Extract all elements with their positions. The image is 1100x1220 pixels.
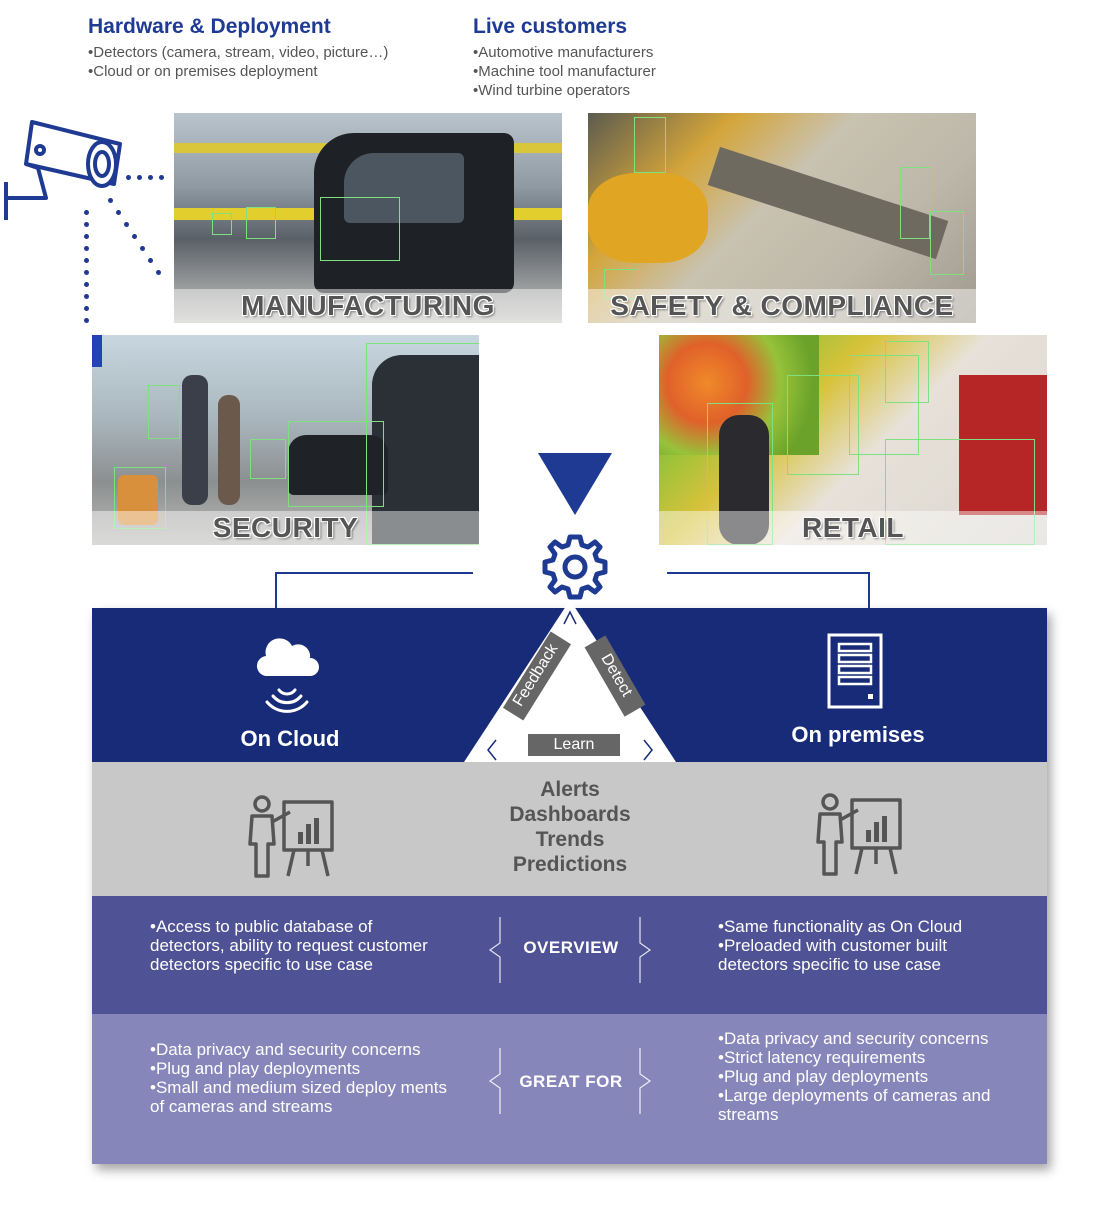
great-for-label: GREAT FOR [519, 1072, 623, 1091]
safety-label: SAFETY & COMPLIANCE [588, 289, 976, 323]
down-arrow-icon [538, 453, 612, 515]
output-item: Trends [535, 828, 605, 851]
gear-icon [542, 534, 608, 600]
on-premises-title: On premises [791, 722, 925, 747]
wifi-signal-icon [265, 688, 309, 713]
cloud-icon [256, 638, 319, 713]
customer-item: Machine tool manufacturer [473, 62, 656, 81]
great-for-cloud-item: Data privacy and security concerns [150, 1040, 450, 1059]
overview-cloud-item: Access to public database of detectors, … [150, 917, 450, 974]
retail-photo: RETAIL [659, 335, 1047, 545]
learn-label: Learn [528, 734, 620, 756]
output-item: Dashboards [509, 803, 631, 826]
customer-item: Wind turbine operators [473, 81, 656, 100]
safety-photo: SAFETY & COMPLIANCE [588, 113, 976, 323]
great-for-premises-item: Plug and play deployments [718, 1067, 1018, 1086]
great-for-cloud-item: Small and medium sized deploy ments of c… [150, 1078, 450, 1116]
premises-connector-h [667, 572, 870, 574]
output-item: Predictions [512, 853, 628, 876]
hardware-item: Detectors (camera, stream, video, pictur… [88, 43, 388, 62]
bracket-right-icon [639, 917, 652, 983]
great-for-cloud-item: Plug and play deployments [150, 1059, 450, 1078]
overview-cloud-list: Access to public database of detectors, … [150, 917, 450, 974]
customer-item: Automotive manufacturers [473, 43, 656, 62]
manufacturing-label: MANUFACTURING [174, 289, 562, 323]
great-for-premises-item: Strict latency requirements [718, 1048, 1018, 1067]
great-for-premises-item: Data privacy and security concerns [718, 1029, 1018, 1048]
overview-label: OVERVIEW [523, 938, 619, 957]
outputs-list: Alerts Dashboards Trends Predictions [470, 777, 670, 877]
great-for-cloud-list: Data privacy and security concerns Plug … [150, 1040, 450, 1116]
security-photo: SECURITY [92, 335, 479, 545]
hardware-title: Hardware & Deployment [88, 15, 331, 38]
great-for-premises-list: Data privacy and security concerns Stric… [718, 1029, 1018, 1124]
overview-premises-item: Preloaded with customer built detectors … [718, 936, 1018, 974]
customers-title: Live customers [473, 15, 628, 38]
output-item: Alerts [540, 778, 600, 801]
cloud-connector-v [275, 572, 277, 608]
premises-connector-v [868, 572, 870, 608]
security-camera-icon [4, 120, 122, 220]
on-cloud-title: On Cloud [240, 726, 340, 751]
presenter-chart-icon [816, 793, 902, 876]
security-label: SECURITY [92, 511, 479, 545]
overview-premises-item: Same functionality as On Cloud [718, 917, 1018, 936]
presenter-chart-icon [248, 795, 334, 878]
manufacturing-photo: MANUFACTURING [174, 113, 562, 323]
overview-premises-list: Same functionality as On Cloud Preloaded… [718, 917, 1018, 974]
cycle-triangle [464, 600, 676, 762]
retail-label: RETAIL [659, 511, 1047, 545]
hardware-list: Detectors (camera, stream, video, pictur… [88, 43, 388, 81]
server-icon [827, 633, 883, 709]
great-for-premises-item: Large deployments of cameras and streams [718, 1086, 1018, 1124]
hardware-item: Cloud or on premises deployment [88, 62, 388, 81]
bracket-right-icon [639, 1048, 652, 1114]
customers-list: Automotive manufacturers Machine tool ma… [473, 43, 656, 100]
cloud-connector-h [275, 572, 473, 574]
bracket-left-icon [488, 1048, 501, 1114]
bracket-left-icon [488, 917, 501, 983]
